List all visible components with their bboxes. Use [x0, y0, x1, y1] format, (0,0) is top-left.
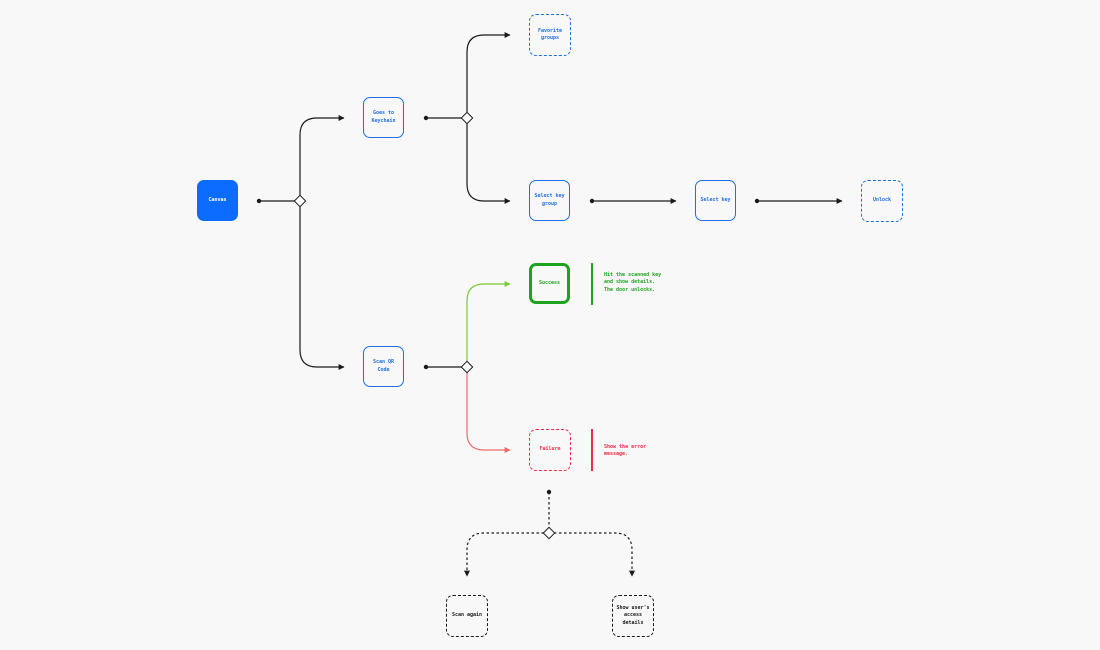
edge-to-keychain	[299, 115, 345, 201]
edge-key-dot	[754, 198, 760, 204]
select-key-node[interactable]: Select key	[695, 180, 736, 221]
start-node[interactable]: Canvas	[197, 180, 238, 221]
decision-diamond	[293, 194, 307, 208]
edge-keychain-dot	[423, 115, 429, 121]
failure-node[interactable]: Failure	[529, 429, 571, 471]
unlock-node[interactable]: Unlock	[861, 180, 903, 222]
success-node[interactable]: Success	[529, 263, 570, 304]
edge-to-favorite	[466, 32, 511, 118]
edge-start-dot	[256, 198, 262, 204]
select-key-group-node[interactable]: Select key group	[529, 180, 570, 221]
decision-diamond	[460, 111, 474, 125]
failure-note-bar	[591, 429, 593, 471]
edge-to-retry	[464, 532, 549, 577]
failure-note: Show the error message.	[604, 444, 647, 458]
scan-qr-node[interactable]: Scan QR Code	[363, 346, 404, 387]
edge-to-select-group	[466, 118, 511, 204]
scan-again-node[interactable]: Scan again	[446, 595, 488, 637]
edge-to-failure	[466, 367, 511, 453]
edge-qr-dot	[423, 364, 429, 370]
edge-group-dot	[589, 198, 595, 204]
show-access-details-node[interactable]: Show user's access details	[612, 595, 654, 637]
success-note: Hit the scanned key and show details. Th…	[604, 272, 662, 293]
edge-to-success	[466, 281, 511, 367]
edge-to-access	[549, 532, 635, 577]
decision-diamond	[542, 526, 556, 540]
favorite-groups-node[interactable]: Favorite groups	[529, 14, 571, 56]
success-note-bar	[591, 263, 593, 305]
decision-diamond	[460, 360, 474, 374]
keychain-node[interactable]: Goes to Keychain	[363, 97, 404, 138]
edge-to-qr	[299, 201, 345, 370]
